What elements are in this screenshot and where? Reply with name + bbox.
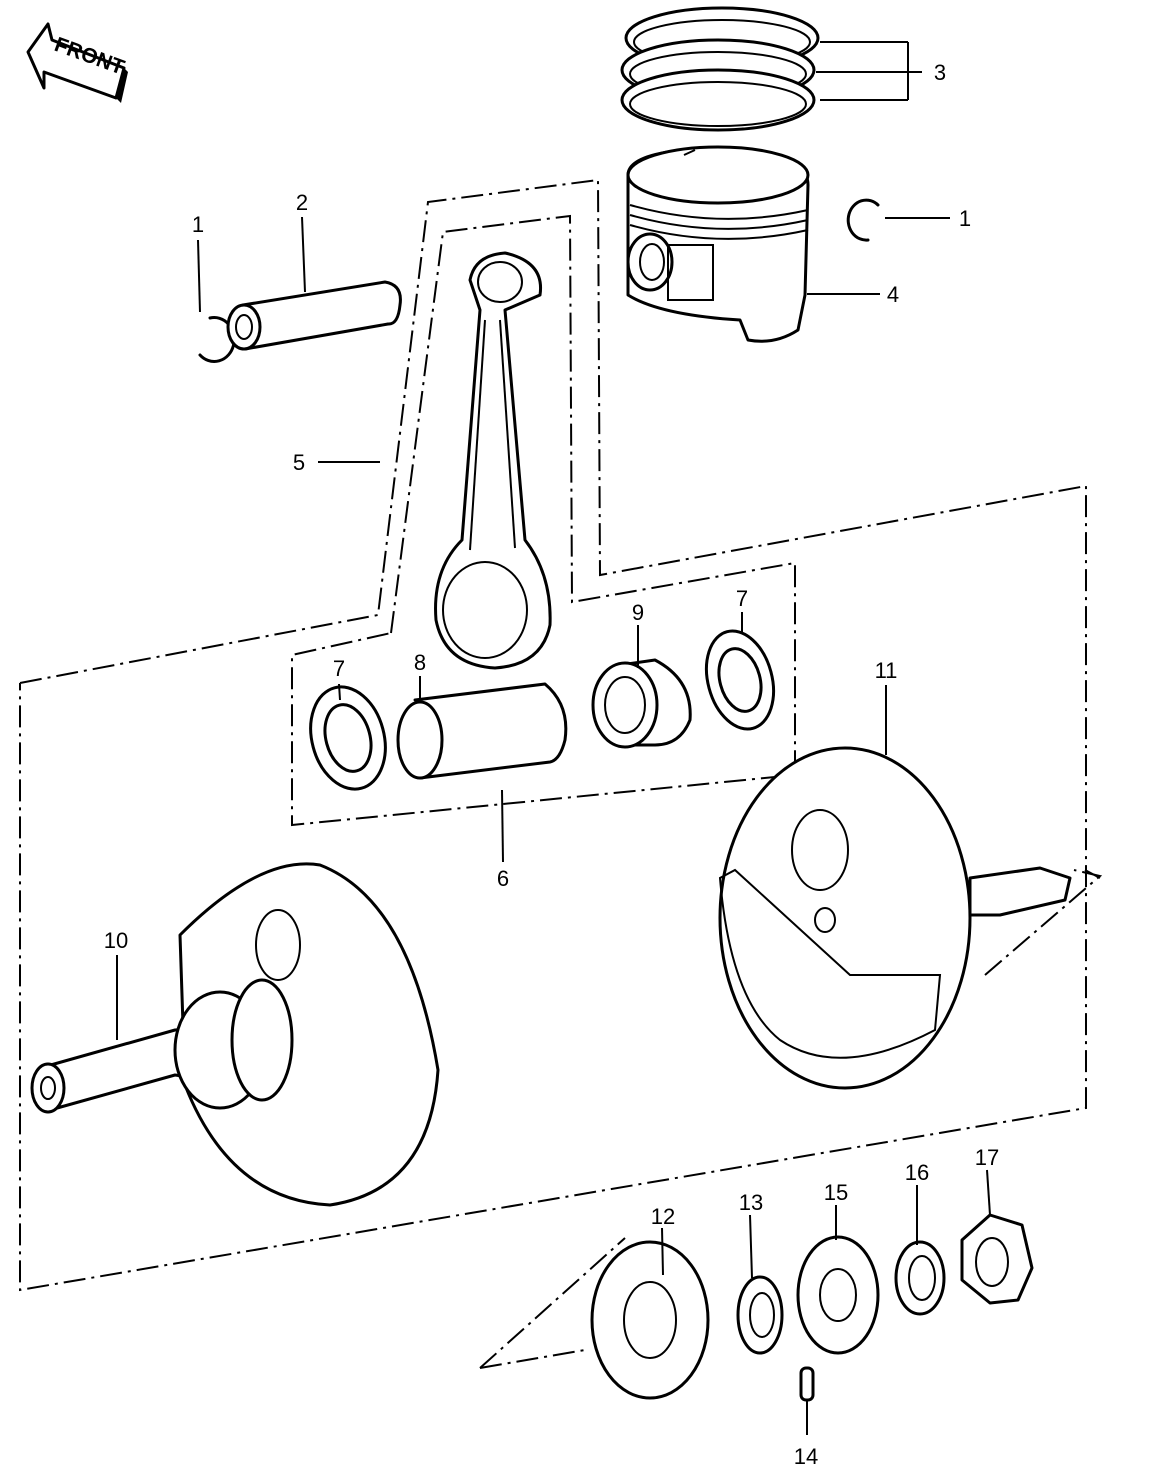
lock-washer bbox=[894, 1240, 946, 1316]
connecting-rod bbox=[434, 251, 552, 670]
hex-nut bbox=[960, 1213, 1034, 1305]
callout-3: 3 bbox=[934, 60, 946, 85]
callout-16: 16 bbox=[905, 1160, 929, 1185]
callout-12: 12 bbox=[651, 1204, 675, 1229]
piston-rings bbox=[620, 6, 820, 132]
callout-13: 13 bbox=[739, 1190, 763, 1215]
callout-11: 11 bbox=[875, 658, 898, 683]
crank-gear bbox=[590, 1240, 710, 1400]
sprocket-gear bbox=[796, 1235, 880, 1355]
callout-15: 15 bbox=[824, 1180, 848, 1205]
thrust-washer-right bbox=[704, 629, 776, 731]
snap-ring-right bbox=[846, 198, 880, 242]
callout-7-left: 7 bbox=[333, 656, 345, 681]
thrust-washer-left bbox=[309, 685, 387, 791]
callout-4: 4 bbox=[887, 282, 899, 307]
crankshaft-left bbox=[30, 862, 440, 1207]
callout-8: 8 bbox=[414, 650, 426, 675]
crank-pin bbox=[396, 682, 568, 780]
callout-14: 14 bbox=[794, 1444, 818, 1469]
crankshaft-right bbox=[718, 746, 1072, 1090]
collar bbox=[736, 1275, 784, 1355]
callout-17: 17 bbox=[975, 1145, 999, 1170]
callout-10: 10 bbox=[104, 928, 128, 953]
callout-7-right: 7 bbox=[736, 586, 748, 611]
callout-9: 9 bbox=[632, 600, 644, 625]
callout-2: 2 bbox=[296, 190, 308, 215]
callout-1-right: 1 bbox=[959, 206, 971, 231]
needle-bearing bbox=[591, 658, 692, 749]
piston bbox=[626, 145, 810, 343]
callout-5: 5 bbox=[293, 450, 305, 475]
leader-lines bbox=[116, 41, 991, 1435]
assembly-outlines bbox=[19, 178, 1103, 1369]
front-arrow-icon: FRONT bbox=[26, 22, 128, 103]
piston-pin bbox=[226, 280, 402, 351]
dowel-pin bbox=[799, 1366, 815, 1402]
snap-ring-left bbox=[198, 316, 236, 363]
callout-1-left: 1 bbox=[192, 212, 204, 237]
callout-numbers: 1 1 2 3 4 5 6 7 7 8 9 10 11 12 13 14 15 … bbox=[104, 60, 999, 1469]
callout-6: 6 bbox=[497, 866, 509, 891]
